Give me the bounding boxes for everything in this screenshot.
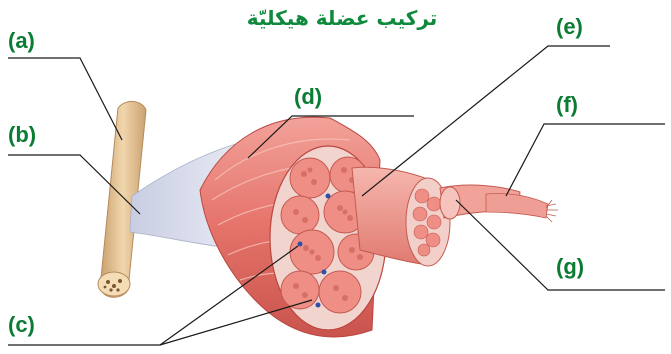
leader-line-f — [506, 124, 665, 196]
label-b: (b) — [8, 124, 36, 146]
label-d: (d) — [294, 86, 322, 108]
fascicle — [352, 167, 450, 266]
label-f: (f) — [556, 94, 578, 116]
label-g: (g) — [556, 256, 584, 278]
myofibrils — [486, 193, 558, 222]
label-e: (e) — [556, 16, 583, 38]
label-c: (c) — [8, 314, 35, 336]
label-a: (a) — [8, 30, 35, 52]
